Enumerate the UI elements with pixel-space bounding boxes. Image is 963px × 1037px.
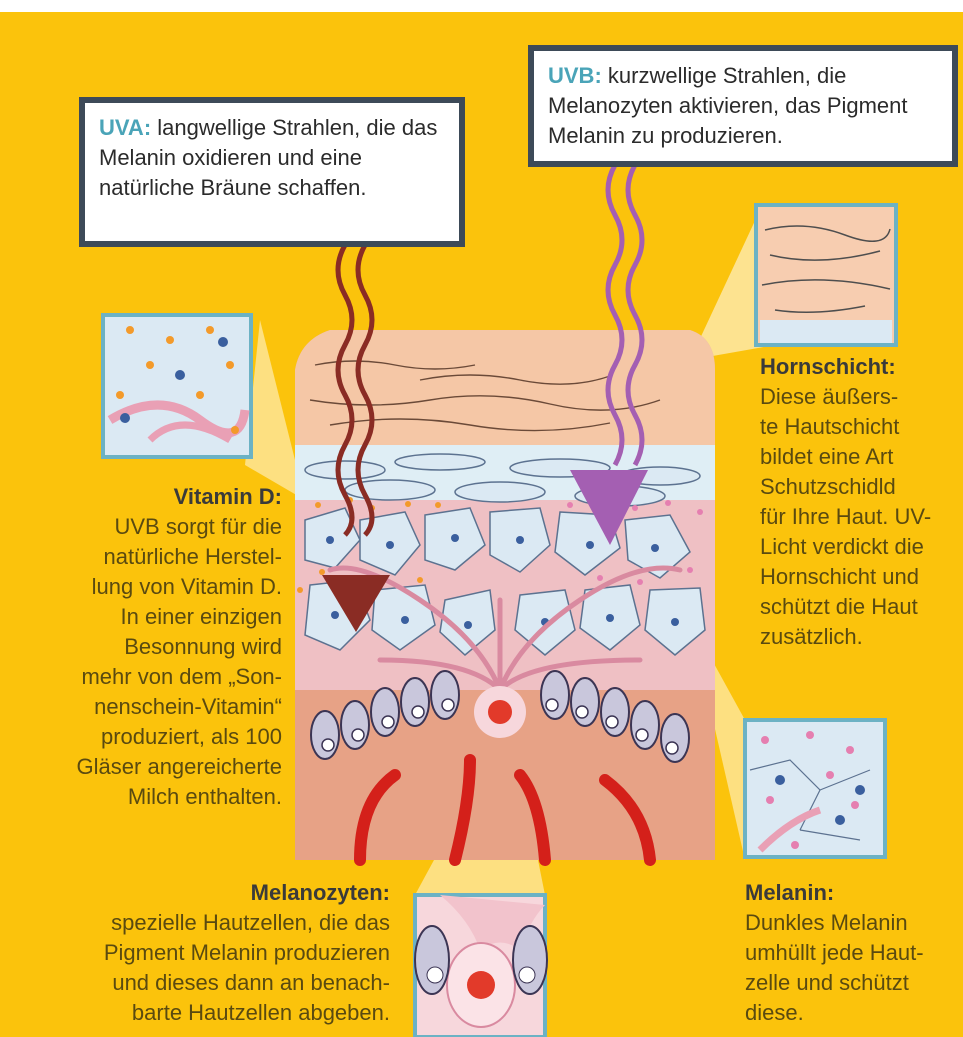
hornschicht-line: für Ihre Haut. UV- (760, 502, 960, 532)
inset-melanin (745, 720, 885, 857)
hornschicht-line: Licht verdickt die (760, 532, 960, 562)
melanin-line: umhüllt jede Haut- (745, 938, 960, 968)
inset-hornschicht (756, 205, 896, 345)
hornschicht-line: Hornschicht und (760, 562, 960, 592)
hornschicht-label: Hornschicht: Diese äußers- te Hautschich… (760, 352, 960, 652)
melanin-line: zelle und schützt (745, 968, 960, 998)
melanin-line: diese. (745, 998, 960, 1028)
vitamin-d-line: natürliche Herstel- (0, 542, 282, 572)
hornschicht-text: Diese äußers- te Hautschicht bildet eine… (760, 382, 960, 652)
uva-callout: UVA: langwellige Strahlen, die das Melan… (79, 97, 465, 247)
hornschicht-line: Diese äußers- (760, 382, 960, 412)
hornschicht-line: zusätzlich. (760, 622, 960, 652)
melanozyten-heading: Melanozyten: (20, 878, 390, 908)
melanozyten-label: Melanozyten: spezielle Hautzellen, die d… (20, 878, 390, 1028)
vitamin-d-line: Milch enthalten. (0, 782, 282, 812)
vitamin-d-line: produziert, als 100 (0, 722, 282, 752)
vitamin-d-line: Gläser angereicherte (0, 752, 282, 782)
melanozyten-line: spezielle Hautzellen, die das (20, 908, 390, 938)
uvb-callout: UVB: kurzwellige Strahlen, die Melanozyt… (528, 45, 958, 167)
melanin-label: Melanin: Dunkles Melanin umhüllt jede Ha… (745, 878, 960, 1028)
vitamin-d-line: lung von Vitamin D. (0, 572, 282, 602)
vitamin-d-line: UVB sorgt für die (0, 512, 282, 542)
uvb-text: kurzwellige Strahlen, die Melanozyten ak… (548, 63, 908, 148)
melanin-line: Dunkles Melanin (745, 908, 960, 938)
vitamin-d-line: mehr von dem „Son- (0, 662, 282, 692)
vitamin-d-line: In einer einzigen (0, 602, 282, 632)
melanozyten-line: und dieses dann an benach- (20, 968, 390, 998)
melanozyten-line: barte Hautzellen abgeben. (20, 998, 390, 1028)
hornschicht-line: te Hautschicht (760, 412, 960, 442)
vitamin-d-heading: Vitamin D: (0, 482, 282, 512)
inset-melanozyten (415, 895, 547, 1037)
inset-vitamin-d (103, 315, 251, 457)
hornschicht-heading: Hornschicht: (760, 352, 960, 382)
vitamin-d-label: Vitamin D: UVB sorgt für die natürliche … (0, 482, 282, 812)
melanozyten-line: Pigment Melanin produzieren (20, 938, 390, 968)
vitamin-d-line: nenschein-Vitamin“ (0, 692, 282, 722)
uvb-heading: UVB: (548, 63, 602, 88)
hornschicht-line: schützt die Haut (760, 592, 960, 622)
hornschicht-line: bildet eine Art (760, 442, 960, 472)
melanin-heading: Melanin: (745, 878, 960, 908)
uva-heading: UVA: (99, 115, 151, 140)
vitamin-d-line: Besonnung wird (0, 632, 282, 662)
hornschicht-line: Schutzschidld (760, 472, 960, 502)
